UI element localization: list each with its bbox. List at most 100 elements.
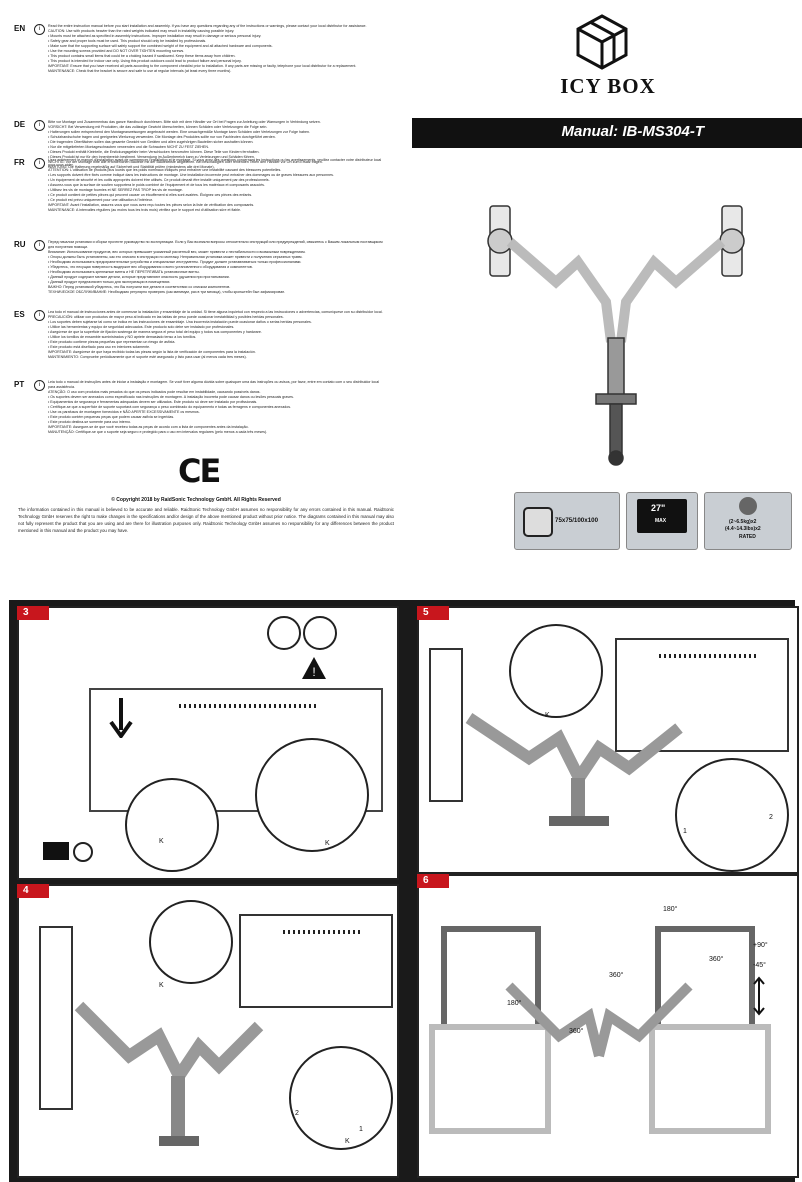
rotate-360-label: 360°: [569, 1028, 584, 1035]
lang-line: • Make sure that the supporting surface …: [48, 44, 273, 48]
lang-line: • Ce produit contient de petites pièces …: [48, 193, 253, 197]
lang-line: • Опоры должны быть установлены, как это…: [48, 255, 303, 259]
lang-line: MAINTENANCE: A intervalles réguliers (au…: [48, 208, 242, 212]
screen-size-label: 27": [651, 503, 666, 513]
no-tool-icon: [267, 616, 301, 650]
lang-code: DE: [14, 120, 26, 129]
detail-circle-bottom: [675, 758, 789, 872]
rotate-360-label: 360°: [609, 972, 624, 979]
lang-line: • Die tragenden Oberflächen sollen das g…: [48, 140, 254, 144]
lang-line: • Safety gear and proper tools must be u…: [48, 39, 207, 43]
weight-icon: [739, 497, 757, 515]
manual-book-icon: i: [34, 380, 45, 391]
lang-block-de: DE i Bitte vor Montage und Zusammenbau d…: [14, 120, 384, 170]
weight-line1: (2~6.5kg)x2: [729, 519, 757, 525]
lang-line: • Les supports doivent être fixés comme …: [48, 173, 334, 177]
lang-line: • Dieses Produkt ist nur für den Innenbe…: [48, 155, 255, 159]
lang-line: Read the entire instruction manual befor…: [48, 24, 367, 28]
lang-line: Bitte vor Montage und Zusammenbau das ga…: [48, 120, 321, 124]
svg-text:!: !: [312, 665, 315, 679]
detail-circle-top: [509, 624, 603, 718]
vesa-badge: 75x75/100x100: [514, 492, 620, 550]
step-5-panel: 5 K 1 2: [417, 606, 799, 874]
manual-book-icon: i: [34, 158, 45, 169]
manual-title: Manual: IB-MS304-T: [561, 123, 704, 140]
lang-line: ВАЖНО: Перед установкой убедитесь, что В…: [48, 285, 231, 289]
lang-line: • Halterungen sollen entsprechend den Mo…: [48, 130, 310, 134]
lang-line: • Utilisez les vis de montage fournies e…: [48, 188, 183, 192]
k-label: K: [325, 840, 330, 847]
lang-line: • Dieses Produkt enthält Kleinteile, die…: [48, 150, 260, 154]
lang-line: • Use os parafusos de montagem fornecido…: [48, 410, 200, 414]
monitor-vents: [283, 930, 363, 934]
step-4-panel: 4 K K 1 2: [17, 884, 399, 1178]
detail-circle-top: [149, 900, 233, 984]
lang-line: • Este produto destina-se somente para u…: [48, 420, 131, 424]
vesa-label: 75x75/100x100: [555, 517, 599, 524]
lang-line: IMPORTANT: Avant l'installation, assurez…: [48, 203, 255, 207]
k-label: K: [545, 712, 550, 719]
callout-2: 2: [295, 1110, 299, 1117]
manual-book-icon: i: [34, 24, 45, 35]
lang-line: • Данный продукт предназначен только для…: [48, 280, 171, 284]
lang-line: Внимание: Использование продуктов, вес к…: [48, 250, 306, 254]
vesa-icon: [523, 507, 553, 537]
monitor-left: [429, 648, 463, 802]
lang-line: • Ce produit est prévu uniquement pour u…: [48, 198, 153, 202]
lang-line: • Utilice las herramientas y equipo de s…: [48, 325, 235, 329]
copyright: © Copyright 2018 by RaidSonic Technology…: [111, 497, 281, 503]
step-3-panel: 3 ! K K: [17, 606, 399, 880]
manual-book-icon: i: [34, 310, 45, 321]
lang-line: • Убедитесь, что несущая поверхность выд…: [48, 265, 253, 269]
lang-line: MAINTENANCE: Check that the bracket is s…: [48, 69, 232, 73]
callout-1: 1: [683, 828, 687, 835]
lang-text: Bitte vor Montage und Zusammenbau das ga…: [48, 120, 384, 170]
lang-line: • Asegúrese de que la superficie de fija…: [48, 330, 262, 334]
lang-line: • Необходимо использовать крепежные винт…: [48, 270, 200, 274]
screen-size-badge: 27" MAX: [626, 492, 698, 550]
title-bar: Manual: IB-MS304-T: [412, 118, 802, 148]
lang-text: Lisez entièrement le manuel d'installati…: [48, 158, 384, 213]
lang-block-es: ES i Lea todo el manual de instrucciones…: [14, 310, 384, 360]
monitor-left: [39, 926, 73, 1110]
lang-line: WARTUNG: Die Halterung regelmäßig auf Si…: [48, 165, 215, 169]
lang-line: • Mounts must be attached as specified i…: [48, 34, 262, 38]
lock-icon: [43, 842, 69, 860]
lang-line: • Certifique-se que a superfície de supo…: [48, 405, 291, 409]
dual-monitor-arm-image: [487, 205, 745, 466]
lang-code: ES: [14, 310, 25, 319]
lang-line: • Assurez-vous que la surface de soutien…: [48, 183, 265, 187]
lang-block-ru: RU i Перед началом установки и сборки пр…: [14, 240, 384, 295]
lang-line: • Nur die mitgelieferten Montageschraube…: [48, 145, 209, 149]
tilt-down-label: -45°: [753, 962, 766, 969]
lang-line: VORSICHT: Bei Verwendung mit Produkten, …: [48, 125, 268, 129]
monitor-icon: [637, 499, 687, 533]
manual-book-icon: i: [34, 240, 45, 251]
lang-line: • Un équipement de sécurité et les outil…: [48, 178, 270, 182]
lang-line: IMPORTANTE: Asegúrese de que haya recibi…: [48, 350, 256, 354]
lang-line: Lea todo el manual de instrucciones ante…: [48, 310, 383, 314]
lang-line: • This product is intended for indoor us…: [48, 59, 242, 63]
monitor-vents: [179, 704, 319, 708]
callout-1: 1: [359, 1126, 363, 1133]
lang-line: Leia todo o manual de instruções antes d…: [48, 380, 380, 389]
rotate-icon: [73, 842, 93, 862]
monitor-arm-drawing: [74, 1001, 264, 1146]
height-adjust-icon: [753, 976, 765, 1016]
callout-2: 2: [769, 814, 773, 821]
lang-line: • Utilice los tornillos de ensamble sumi…: [48, 335, 197, 339]
lang-text: Перед началом установки и сборки прочтит…: [48, 240, 384, 295]
lang-line: • Este producto está diseñado para uso e…: [48, 345, 151, 349]
screen-max-label: MAX: [655, 518, 667, 524]
down-arrow-icon: [109, 698, 133, 738]
lang-line: • Os suportes devem ser anexados como es…: [48, 395, 294, 399]
lang-line: • This product contains small items that…: [48, 54, 236, 58]
k-label: K: [159, 838, 164, 845]
lang-block-en: EN i Read the entire instruction manual …: [14, 24, 384, 74]
weight-badge: (2~6.5kg)x2 (4.4~14.3lbs)x2 RATED: [704, 492, 792, 550]
detail-circle-left: [125, 778, 219, 872]
detail-circle-right: [255, 738, 369, 852]
lang-block-fr: FR i Lisez entièrement le manuel d'insta…: [14, 158, 384, 213]
lang-code: PT: [14, 380, 25, 389]
step-number: 6: [417, 874, 449, 888]
